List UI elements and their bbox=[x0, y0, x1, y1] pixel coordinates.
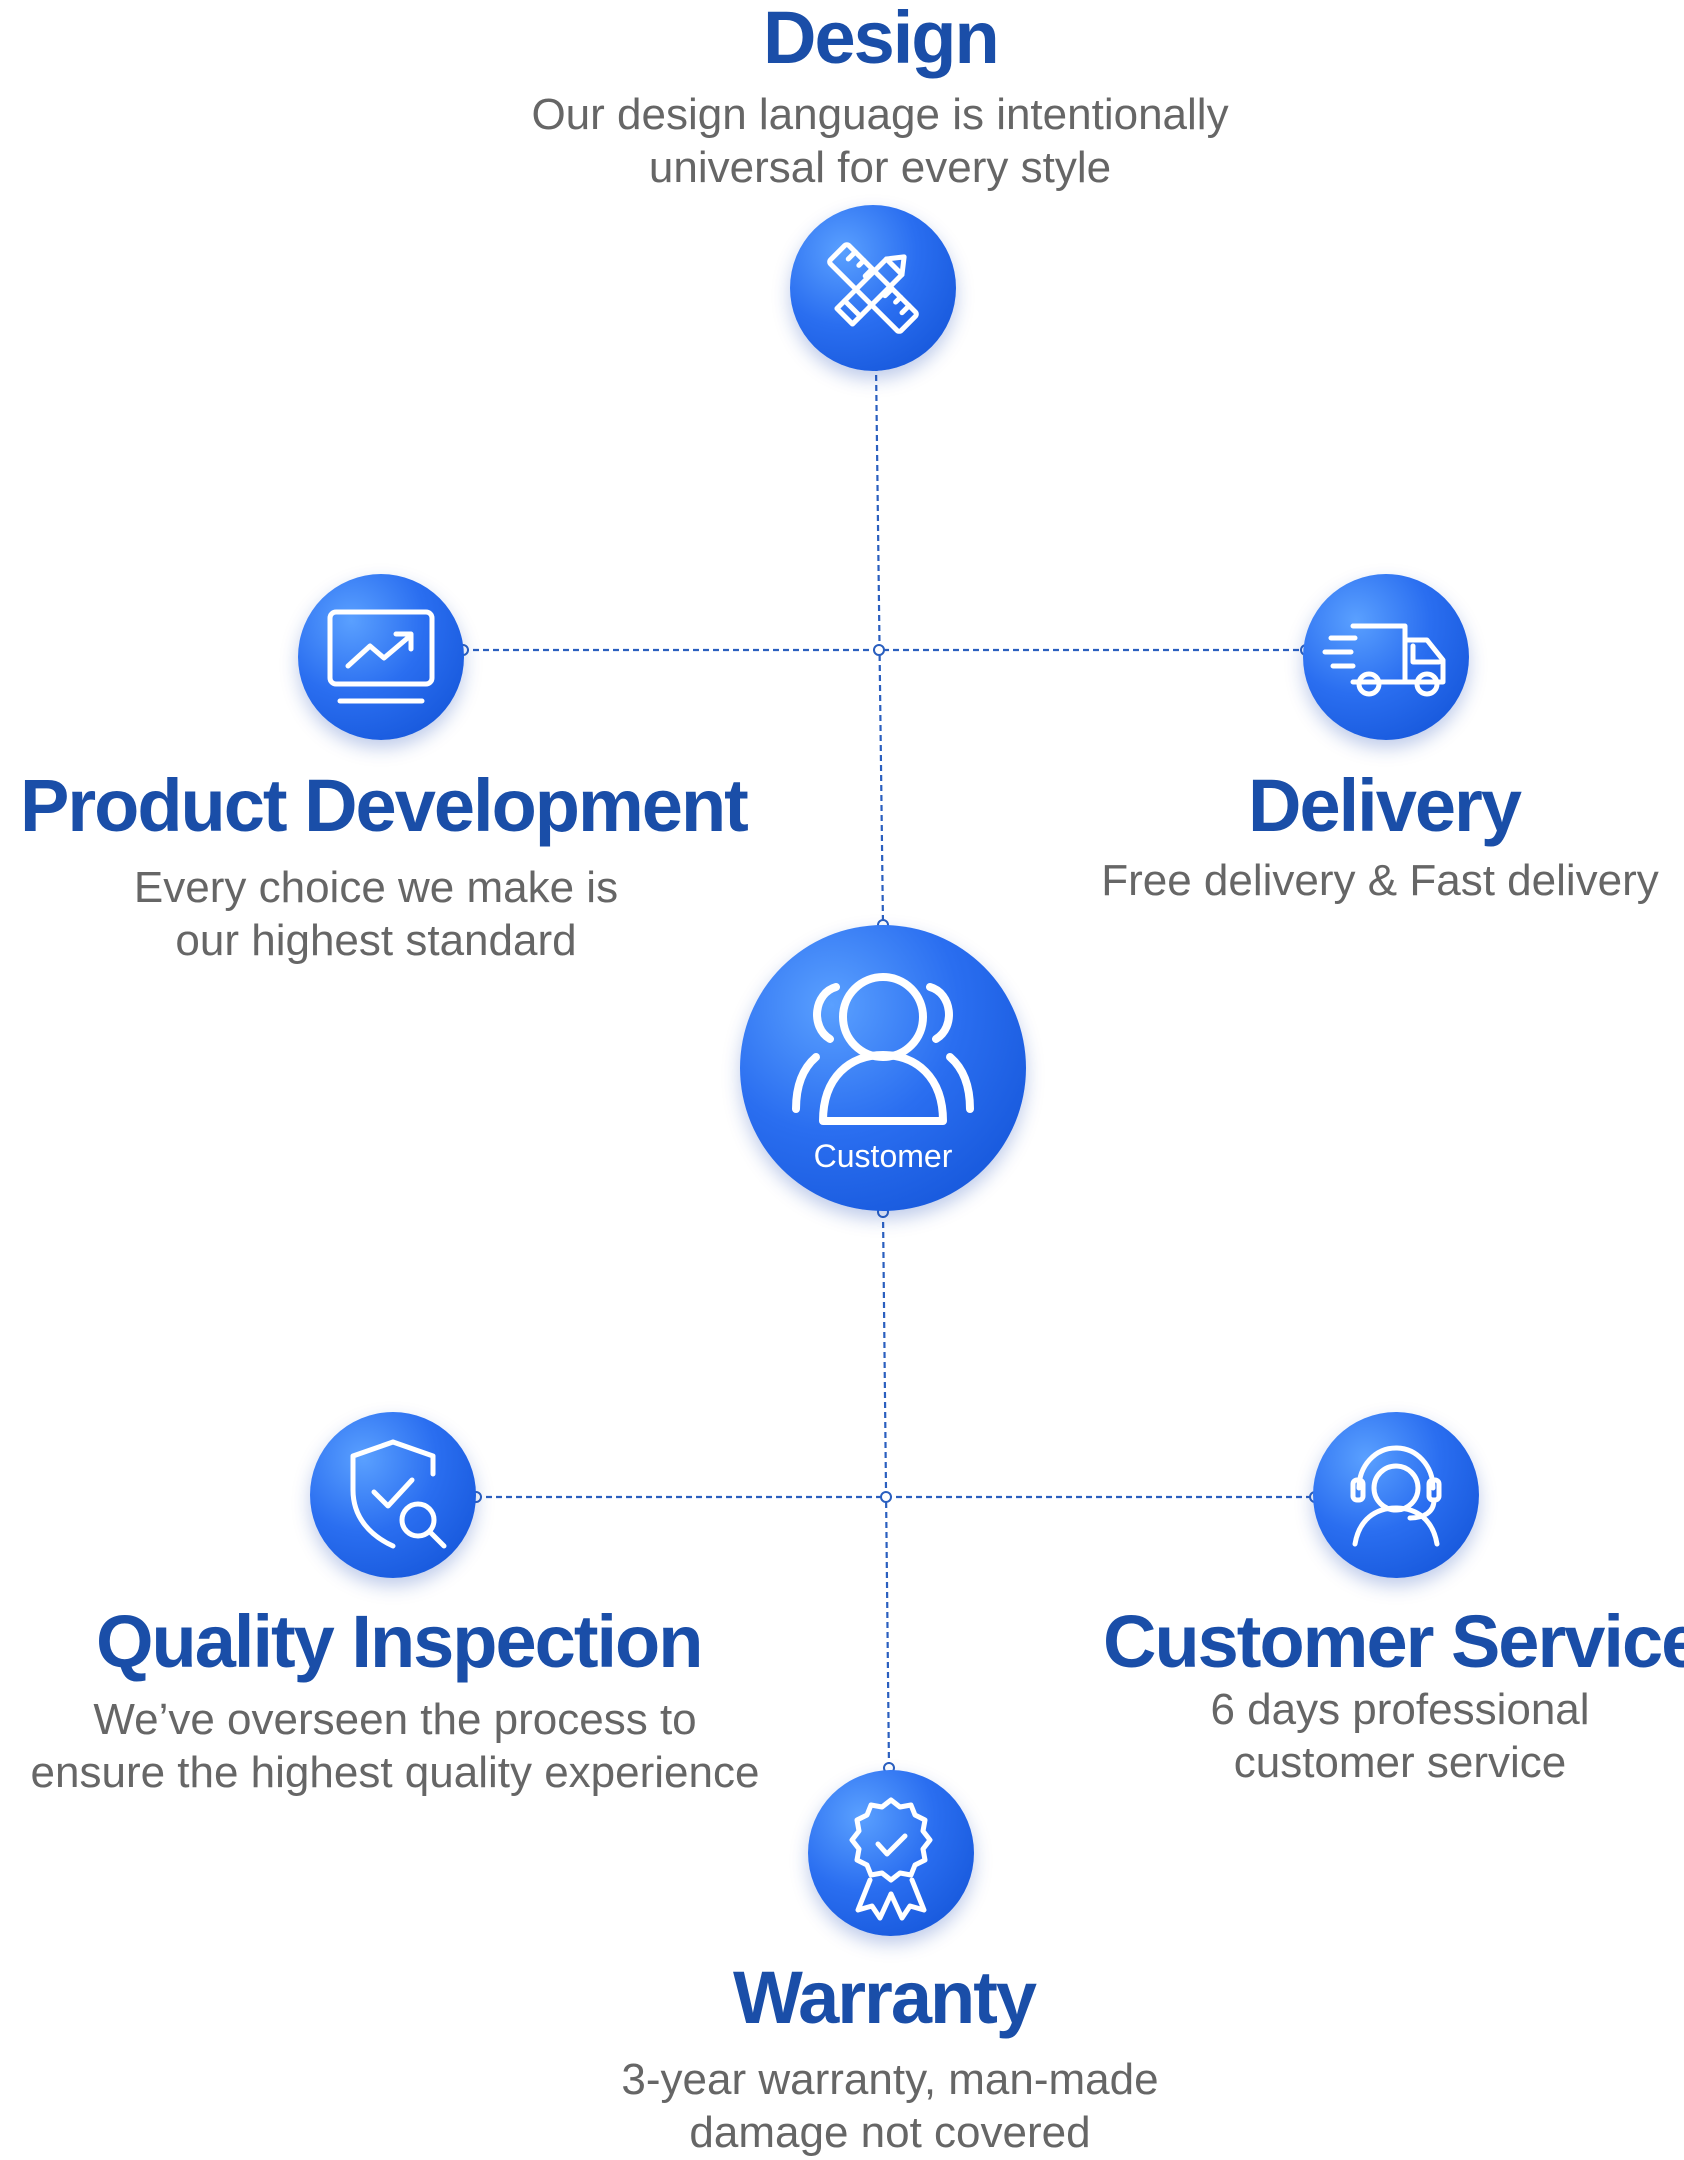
customer-service-description: 6 days professional customer service bbox=[1210, 1685, 1590, 1787]
users-group-icon bbox=[792, 973, 974, 1125]
design-description: Our design language is intentionally uni… bbox=[531, 90, 1229, 192]
customer-hub: Customer bbox=[740, 925, 1026, 1211]
product-development-title: Product Development bbox=[20, 764, 749, 847]
warranty-title: Warranty bbox=[733, 1956, 1037, 2039]
design-title: Design bbox=[763, 0, 1000, 79]
headset-icon bbox=[1313, 1412, 1479, 1578]
customer-label: Customer bbox=[813, 1138, 953, 1174]
delivery-description: Free delivery & Fast delivery bbox=[1101, 856, 1659, 905]
truck-icon bbox=[1303, 574, 1469, 740]
delivery-title: Delivery bbox=[1248, 764, 1522, 847]
product-development-description: Every choice we make is our highest stan… bbox=[133, 863, 619, 965]
pencil-ruler-icon bbox=[790, 205, 956, 371]
monitor-chart-icon bbox=[298, 574, 464, 740]
quality-inspection-title: Quality Inspection bbox=[96, 1600, 703, 1683]
customer-service-title: Customer Service bbox=[1103, 1600, 1684, 1683]
award-badge-icon bbox=[808, 1770, 974, 1936]
shield-search-icon bbox=[310, 1412, 476, 1578]
warranty-description: 3-year warranty, man-made damage not cov… bbox=[621, 2055, 1159, 2157]
quality-inspection-description: We’ve overseen the process to ensure the… bbox=[30, 1695, 760, 1797]
